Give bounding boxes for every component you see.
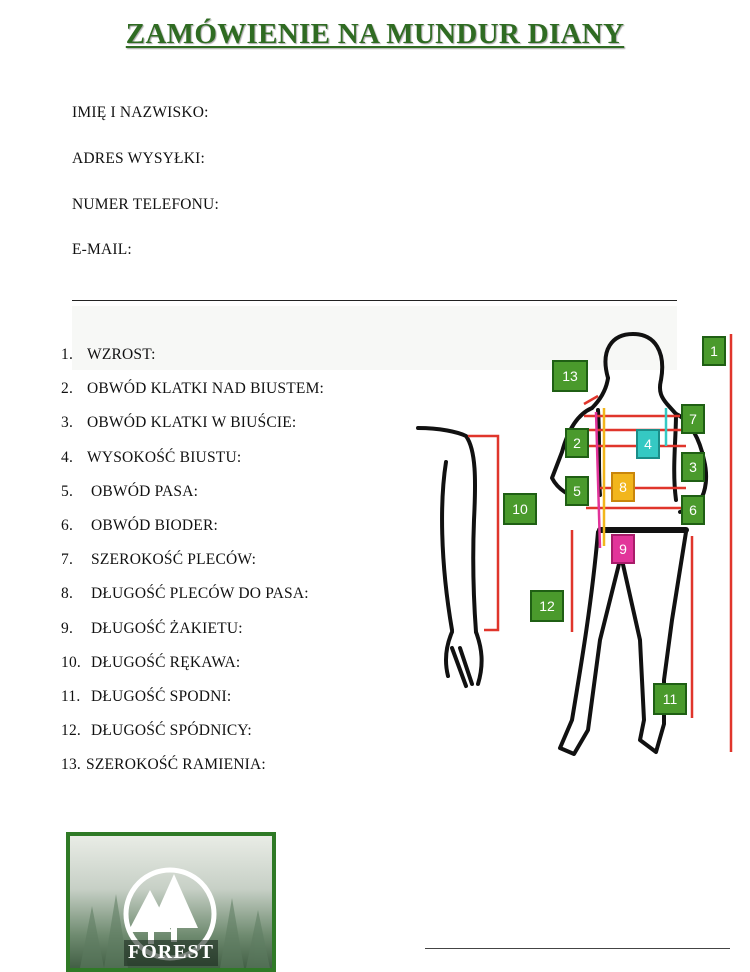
badge-5: 5 [565,476,589,506]
badge-3: 3 [681,452,705,482]
measurement-item: 2.OBWÓD KLATKI NAD BIUSTEM: [61,380,325,398]
measurement-item: 10.DŁUGOŚĆ RĘKAWA: [61,653,241,671]
signature-line [425,948,730,949]
badge-12: 12 [530,590,564,622]
badge-8: 8 [611,472,635,502]
measurement-item: 5.OBWÓD PASA: [61,482,199,500]
measurement-item: 12.DŁUGOŚĆ SPÓDNICY: [61,722,252,740]
shaded-band [72,306,677,370]
badge-13: 13 [552,360,588,392]
tree-emblem-icon [80,867,270,968]
measurement-item: 4.WYSOKOŚĆ BIUSTU: [61,448,242,466]
badge-1: 1 [702,336,726,366]
sleeve-line [468,434,500,632]
badge-7: 7 [681,404,705,434]
measurement-list: 1.WZROST: 2.OBWÓD KLATKI NAD BIUSTEM: 3.… [61,344,324,788]
page-title: ZAMÓWIENIE NA MUNDUR DIANY [125,18,625,50]
forest-logo: FOREST [66,832,276,972]
figure-arm-outline [416,426,484,688]
badge-2: 2 [565,428,589,458]
measurement-item: 6.OBWÓD BIODER: [61,516,219,534]
measurement-item: 3.OBWÓD KLATKI W BIUŚCIE: [61,414,297,432]
measurement-item: 9.DŁUGOŚĆ ŻAKIETU: [61,619,243,637]
badge-4: 4 [636,429,660,459]
name-field-label: IMIĘ I NAZWISKO: [72,104,209,121]
measurement-item: 7.SZEROKOŚĆ PLECÓW: [61,551,257,569]
badge-10: 10 [503,493,537,525]
measurement-item: 11.DŁUGOŚĆ SPODNI: [61,687,232,705]
measurement-item: 1.WZROST: [61,346,156,363]
badge-6: 6 [681,495,705,525]
phone-field-label: NUMER TELEFONU: [72,196,219,213]
badge-9: 9 [611,534,635,564]
email-field-label: E-MAIL: [72,241,132,258]
measurement-item: 13.SZEROKOŚĆ RAMIENIA: [61,756,266,774]
logo-text: FOREST [127,941,215,963]
measurement-item: 8.DŁUGOŚĆ PLECÓW DO PASA: [61,585,309,603]
address-field-label: ADRES WYSYŁKI: [72,150,205,167]
section-divider [72,300,677,301]
badge-11: 11 [653,683,687,715]
